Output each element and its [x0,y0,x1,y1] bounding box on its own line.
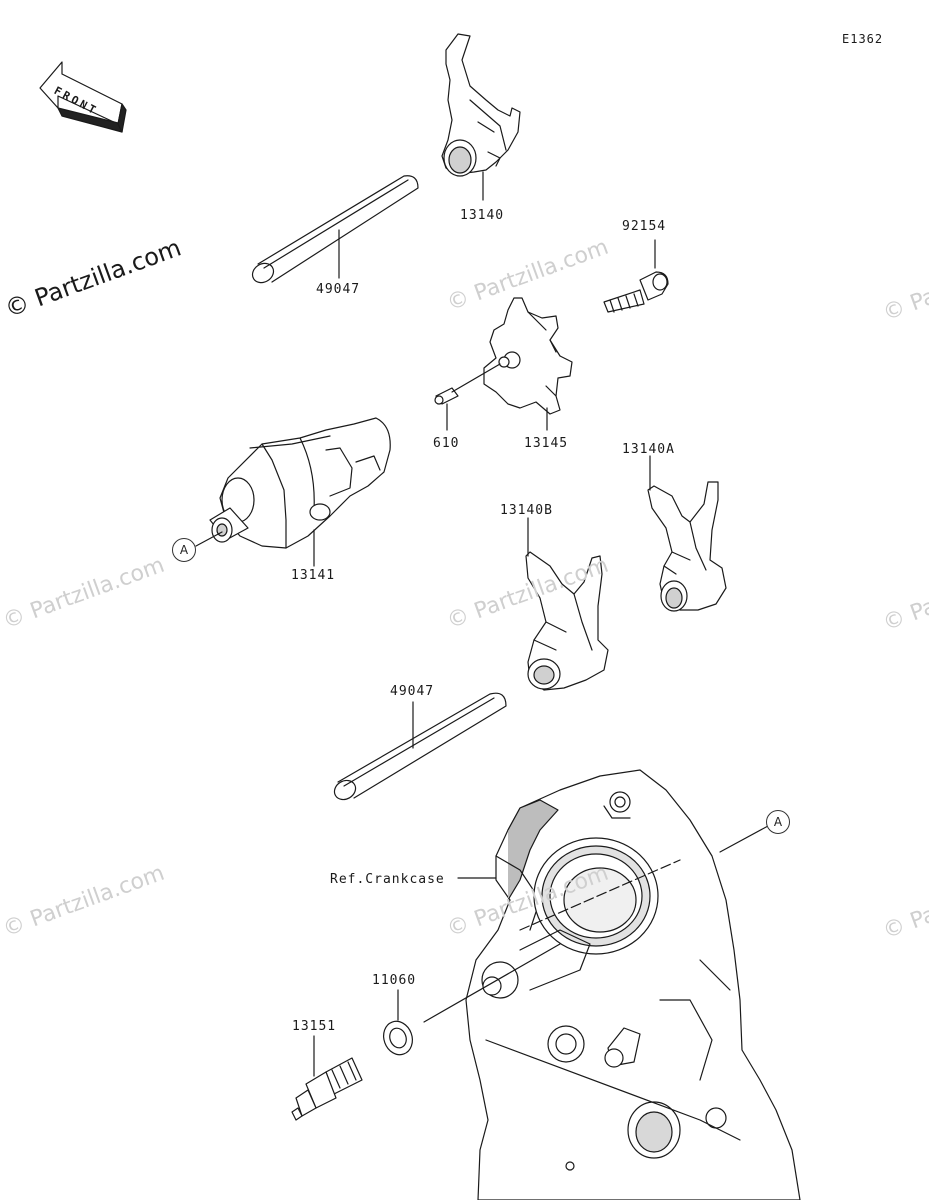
washer-11060 [383,1020,413,1056]
part-label-crankcase: Ref.Crankcase [330,872,445,887]
part-label-92154: 92154 [622,219,667,234]
ref-marker-a-case: A [766,810,790,834]
shift-rod-lower [333,692,507,801]
leader-pin-cam [451,363,501,393]
leader-a-drum [195,531,223,547]
leader-a-case [719,825,769,853]
shift-rod-upper [251,175,419,284]
shift-drum-13141 [209,417,391,549]
drum-axis-line [519,859,681,931]
shift-cam-13145 [483,297,573,415]
part-label-49047-lower: 49047 [390,684,435,699]
part-label-13145: 13145 [524,436,569,451]
part-label-13151: 13151 [292,1019,337,1034]
part-label-610: 610 [433,436,460,451]
ref-marker-a-drum: A [172,538,196,562]
bolt-92154 [603,271,669,313]
leader-washer-case [423,943,561,1023]
shift-fork-13140 [441,33,521,177]
diagram-code: E1362 [842,32,884,46]
switch-13151 [291,1057,363,1121]
part-label-13140b: 13140B [500,503,553,518]
front-arrow-icon [39,61,127,133]
part-label-49047-upper: 49047 [316,282,361,297]
shift-fork-13140a [647,481,727,612]
part-label-11060: 11060 [372,973,417,988]
crankcase-ref [465,769,801,1200]
part-label-13140a: 13140A [622,442,675,457]
shift-fork-13140b [525,551,609,691]
part-label-13141: 13141 [291,568,336,583]
part-label-13140: 13140 [460,208,505,223]
